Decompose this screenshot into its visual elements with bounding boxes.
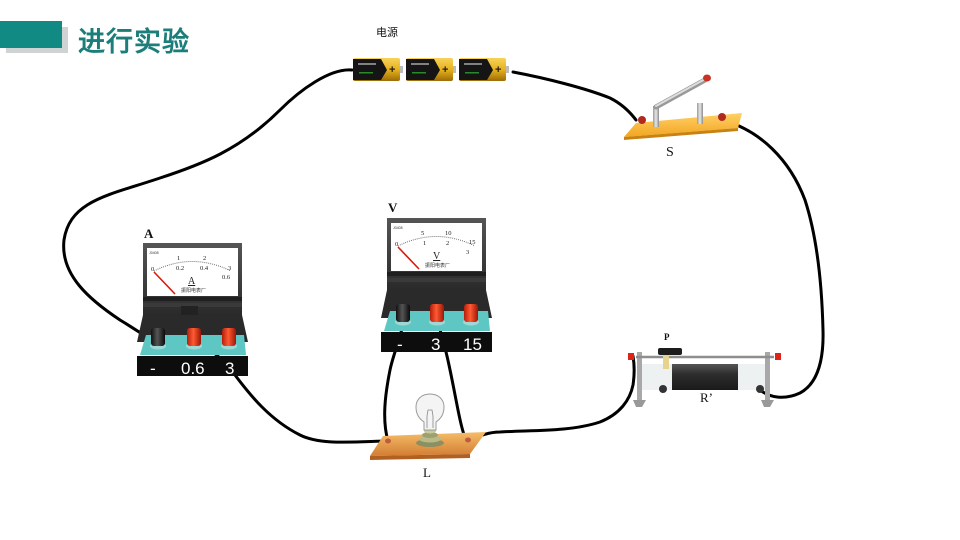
plus-icon: + bbox=[495, 64, 501, 76]
terminal-negative[interactable] bbox=[151, 328, 165, 346]
battery-cell: + bbox=[353, 58, 403, 81]
terminal-label: - bbox=[150, 359, 156, 378]
scale-tick-label: 0.6 bbox=[222, 274, 231, 281]
wire-battery-to-ammeter bbox=[62, 68, 354, 345]
voltmeter-label: V bbox=[388, 200, 398, 215]
meter-model: J0408 bbox=[149, 251, 159, 255]
terminal-label: 3 bbox=[225, 359, 234, 378]
page-title: 进行实验 bbox=[78, 27, 190, 58]
ammeter-label: A bbox=[144, 226, 154, 241]
meter-needle bbox=[397, 246, 420, 270]
plus-icon: + bbox=[442, 64, 448, 76]
scale-tick-label: 0.4 bbox=[200, 265, 209, 272]
wire-battery-to-switch bbox=[511, 70, 638, 122]
scale-tick-label: 0 bbox=[151, 266, 154, 273]
rheostat-terminal bbox=[659, 385, 667, 393]
scale-tick-label: 3 bbox=[228, 265, 231, 272]
title-decoration-bar bbox=[0, 21, 62, 48]
terminal-label: 0.6 bbox=[181, 359, 205, 378]
rheostat-terminal bbox=[628, 353, 634, 360]
meter-model: J0408 bbox=[393, 226, 403, 230]
meter-maker: 振阳电表厂 bbox=[181, 287, 206, 294]
slider-contact bbox=[663, 355, 669, 369]
scale-tick-label: 1 bbox=[423, 240, 426, 247]
scale-tick-label: 0 bbox=[395, 241, 398, 248]
battery-cell: + bbox=[459, 58, 509, 81]
switch-terminal bbox=[718, 113, 726, 121]
unit-symbol: V bbox=[433, 251, 441, 262]
battery-pack: + + + bbox=[353, 58, 509, 81]
scale-tick-label: 15 bbox=[469, 239, 476, 246]
scale-tick-label: 3 bbox=[466, 249, 469, 256]
lamp-terminal bbox=[465, 437, 471, 443]
knife-switch[interactable] bbox=[624, 74, 742, 141]
lamp-terminal bbox=[385, 438, 391, 444]
lamp-holder bbox=[370, 393, 486, 460]
wire-switch-to-rheostat bbox=[720, 118, 825, 399]
rheostat-terminal bbox=[756, 385, 764, 393]
wire-lamp-to-rheostat bbox=[466, 354, 636, 443]
terminal-label: - bbox=[397, 335, 403, 354]
ammeter: J0408 0 1 2 3 0.2 0.4 0.6 A 振阳电表厂 - 0.6 … bbox=[137, 243, 248, 378]
battery-label: 电源 bbox=[376, 26, 398, 39]
meter-needle bbox=[153, 271, 176, 295]
terminal-label: 15 bbox=[463, 335, 482, 354]
switch-terminal bbox=[638, 116, 646, 124]
switch-handle[interactable] bbox=[703, 74, 711, 82]
resistance-coil bbox=[672, 364, 738, 390]
terminal-negative[interactable] bbox=[396, 304, 410, 322]
rheostat-slider[interactable] bbox=[658, 348, 682, 355]
scale-tick-label: 5 bbox=[421, 230, 424, 237]
terminal-15[interactable] bbox=[464, 304, 478, 322]
terminal-label: 3 bbox=[431, 335, 440, 354]
battery-cell: + bbox=[406, 58, 456, 81]
plus-icon: + bbox=[389, 64, 395, 76]
scale-tick-label: 10 bbox=[445, 230, 452, 237]
terminal-3[interactable] bbox=[430, 304, 444, 322]
scale-tick-label: 2 bbox=[446, 240, 449, 247]
voltmeter: J0408 0 5 10 15 1 2 3 V 振阳电表厂 - 3 15 bbox=[381, 218, 492, 354]
scale-tick-label: 0.2 bbox=[176, 265, 184, 272]
terminal-0-6[interactable] bbox=[187, 328, 201, 346]
lamp-label: L bbox=[423, 465, 431, 480]
terminal-3[interactable] bbox=[222, 328, 236, 346]
scale-tick-label: 2 bbox=[203, 255, 206, 262]
scale-tick-label: 1 bbox=[177, 255, 180, 262]
unit-symbol: A bbox=[188, 276, 196, 287]
rheostat-label: R’ bbox=[700, 390, 713, 405]
rheostat-terminal bbox=[775, 353, 781, 360]
switch-label: S bbox=[666, 145, 674, 160]
meter-maker: 振阳电表厂 bbox=[425, 262, 450, 269]
light-bulb-icon bbox=[415, 393, 445, 431]
rheostat bbox=[628, 348, 781, 407]
zero-adjust[interactable] bbox=[181, 306, 198, 316]
slider-label: P bbox=[664, 332, 670, 342]
